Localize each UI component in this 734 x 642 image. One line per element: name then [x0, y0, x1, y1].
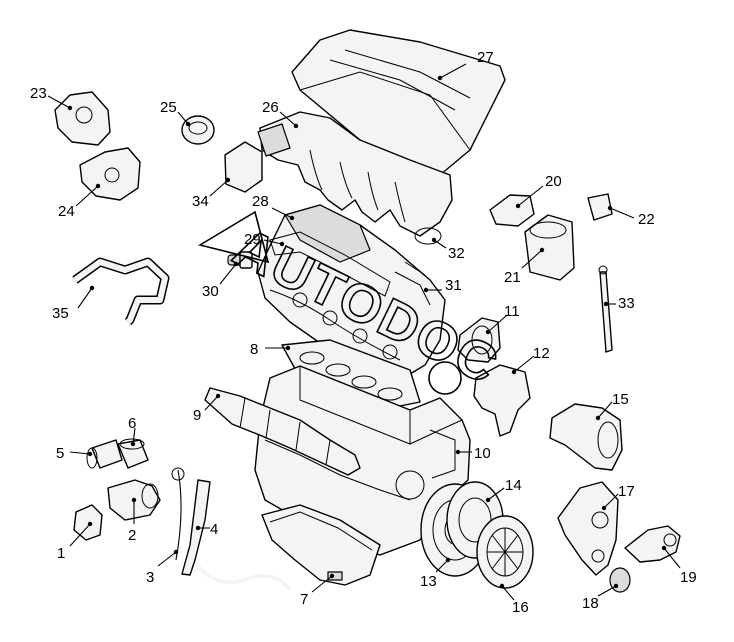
o-ring-seal — [414, 227, 442, 245]
coolant-pipe — [72, 257, 170, 326]
oil-dipstick — [175, 469, 182, 561]
crankshaft — [204, 387, 361, 476]
callout-21: 21 — [504, 269, 521, 286]
torque-rod — [624, 525, 681, 563]
callout-9: 9 — [193, 407, 201, 424]
engine-cover — [291, 29, 506, 179]
callout-26: 26 — [262, 99, 279, 116]
oil-pan — [261, 504, 381, 586]
oil-level-sensor — [598, 265, 613, 353]
callout-6: 6 — [128, 415, 136, 432]
callout-32: 32 — [448, 245, 465, 262]
clutch-disc — [476, 515, 534, 589]
oil-filter — [86, 439, 123, 469]
coolant-reservoir — [524, 214, 575, 281]
callout-33: 33 — [618, 295, 635, 312]
engine-mount-lower — [79, 147, 141, 201]
mount-bush — [609, 567, 631, 593]
callout-25: 25 — [160, 99, 177, 116]
callout-24: 24 — [58, 203, 75, 220]
callout-27: 27 — [477, 49, 494, 66]
callout-10: 10 — [474, 445, 491, 462]
engine-mount-bracket — [557, 481, 619, 576]
mount-rubber — [181, 115, 215, 145]
callout-11: 11 — [504, 303, 520, 320]
callout-labels: 1 2 3 4 5 6 7 8 9 10 11 12 13 14 15 16 1… — [30, 49, 697, 616]
callout-1: 1 — [57, 545, 65, 562]
callout-4: 4 — [210, 521, 218, 538]
leader-lines — [47, 63, 681, 601]
leader-dots — [67, 75, 667, 589]
sensor-switch — [587, 193, 613, 221]
callout-31: 31 — [445, 277, 462, 294]
callout-18: 18 — [582, 595, 599, 612]
callout-23: 23 — [30, 85, 47, 102]
callout-8: 8 — [250, 341, 258, 358]
callout-29: 29 — [244, 231, 261, 248]
water-outlet — [73, 504, 103, 541]
callout-13: 13 — [420, 573, 437, 590]
mount-cushion — [224, 141, 263, 193]
callout-2: 2 — [128, 527, 136, 544]
callout-17: 17 — [618, 483, 635, 500]
callout-20: 20 — [545, 173, 562, 190]
callout-19: 19 — [680, 569, 697, 586]
callout-3: 3 — [146, 569, 154, 586]
callout-12: 12 — [533, 345, 550, 362]
callout-15: 15 — [612, 391, 629, 408]
callout-35: 35 — [52, 305, 69, 322]
valve-cover-gasket — [269, 231, 391, 297]
callout-34: 34 — [192, 193, 209, 210]
mounting-bracket — [489, 194, 535, 227]
callout-14: 14 — [505, 477, 522, 494]
callout-30: 30 — [202, 283, 219, 300]
oil-filter-housing — [117, 438, 149, 469]
callout-28: 28 — [252, 193, 269, 210]
intake-manifold — [257, 111, 453, 237]
engine-mount-upper — [54, 91, 111, 146]
water-pump-pulley — [457, 317, 501, 363]
cylinder-head — [257, 204, 446, 381]
callout-16: 16 — [512, 599, 529, 616]
callout-5: 5 — [56, 445, 64, 462]
callout-7: 7 — [300, 591, 308, 608]
callout-22: 22 — [638, 211, 655, 228]
starter-motor — [549, 403, 623, 471]
